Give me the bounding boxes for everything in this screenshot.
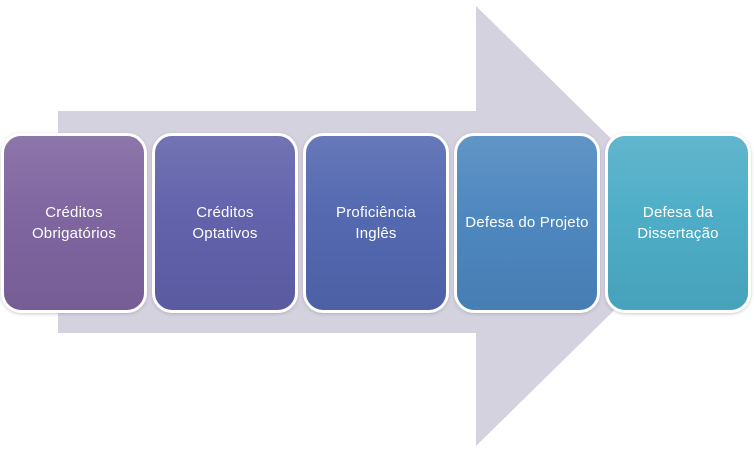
process-step-1: Créditos Obrigatórios [1, 133, 147, 313]
process-step-4-label: Defesa do Projeto [465, 214, 589, 232]
process-step-2: Créditos Optativos [152, 133, 298, 313]
process-step-4: Defesa do Projeto [454, 133, 600, 313]
process-steps-row: Créditos Obrigatórios Créditos Optativos… [1, 133, 751, 313]
process-step-1-label: Créditos Obrigatórios [31, 203, 117, 243]
process-step-5: Defesa da Dissertação [605, 133, 751, 313]
process-step-3-label: Proficiência Inglês [336, 203, 416, 243]
process-step-3: Proficiência Inglês [303, 133, 449, 313]
process-step-2-label: Créditos Optativos [192, 203, 258, 243]
process-step-5-label: Defesa da Dissertação [637, 203, 719, 243]
